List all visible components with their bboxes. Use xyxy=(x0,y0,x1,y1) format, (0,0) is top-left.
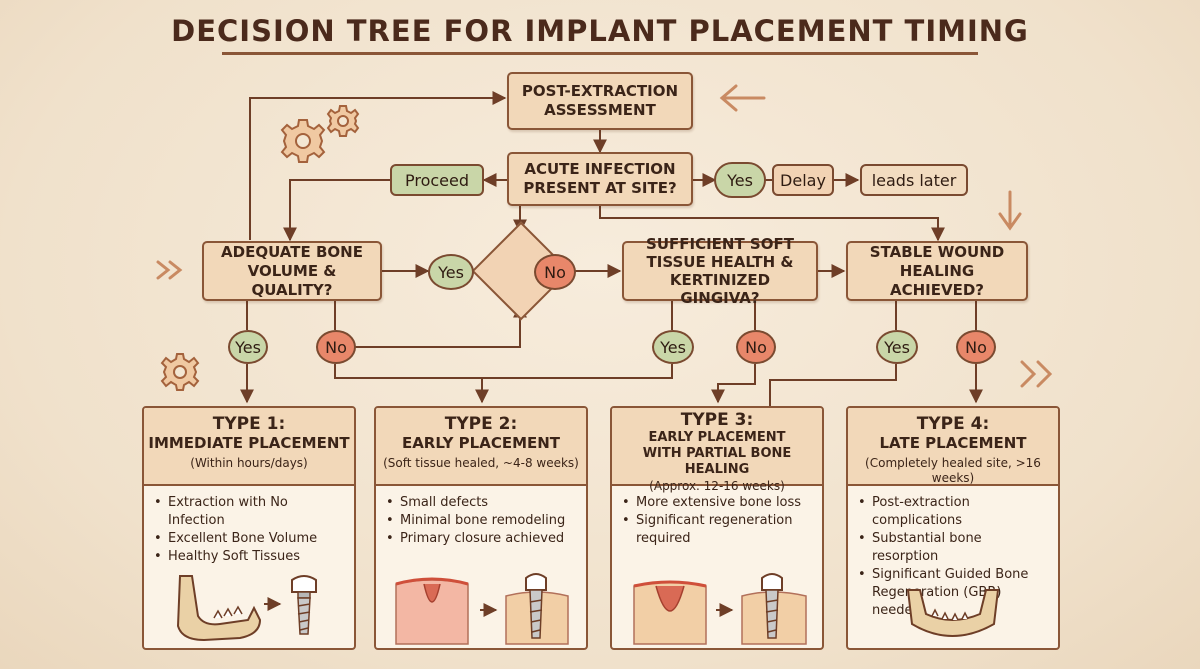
list-item: Post-extraction complications xyxy=(858,494,1052,530)
line-yes-to-type3 xyxy=(769,364,897,420)
type3-note: (Approx. 12-16 weeks) xyxy=(649,479,785,493)
type1-criteria: Extraction with No Infection Excellent B… xyxy=(154,494,348,566)
proceed-label: Proceed xyxy=(390,164,484,196)
deco-arrow-left-icon xyxy=(719,84,766,112)
list-item: Healthy Soft Tissues xyxy=(154,548,348,566)
gear-icon xyxy=(280,119,326,163)
infection-yes-label: Yes xyxy=(714,162,766,198)
soft-tissue-node: SUFFICIENT SOFT TISSUE HEALTH & KERTINIZ… xyxy=(622,235,818,307)
line-no-to-type2 xyxy=(334,364,489,404)
line-infection-to-wound xyxy=(599,205,945,242)
soft-no-label: No xyxy=(736,330,776,364)
type2-card-header: TYPE 2: EARLY PLACEMENT (Soft tissue hea… xyxy=(376,408,586,486)
decorative-arrows xyxy=(156,84,1053,388)
list-item: Extraction with No Infection xyxy=(154,494,348,530)
post-extraction-assessment-node: POST-EXTRACTION ASSESSMENT xyxy=(507,72,693,130)
bone-yes-label: Yes xyxy=(428,254,474,290)
list-item: Excellent Bone Volume xyxy=(154,530,348,548)
small-gear-icon xyxy=(326,105,360,137)
type2-criteria: Small defects Minimal bone remodeling Pr… xyxy=(386,494,580,548)
type1-note: (Within hours/days) xyxy=(190,456,308,470)
type1-card: TYPE 1: IMMEDIATE PLACEMENT (Within hour… xyxy=(142,406,356,650)
deco-chevrons-right-icon xyxy=(1020,360,1053,388)
page-title: DECISION TREE FOR IMPLANT PLACEMENT TIMI… xyxy=(171,14,1029,48)
list-item: Significant regeneration required xyxy=(622,512,816,548)
type4-label: TYPE 4: xyxy=(916,414,990,434)
deco-arrow-down-icon xyxy=(998,190,1022,231)
wound-healing-node: STABLE WOUND HEALING ACHIEVED? xyxy=(846,241,1028,301)
socket-and-implant-icon xyxy=(395,573,569,645)
delay-label: Delay xyxy=(772,164,834,196)
leads-later-label: leads later xyxy=(860,164,968,196)
type1-yes-label: Yes xyxy=(228,330,268,364)
list-item: Primary closure achieved xyxy=(386,530,580,548)
line-loop-to-assessment xyxy=(249,91,507,240)
type1-label: TYPE 1: xyxy=(212,414,286,434)
type2-note: (Soft tissue healed, ~4-8 weeks) xyxy=(383,456,579,470)
type2-label: TYPE 2: xyxy=(444,414,518,434)
defect-and-implant-icon xyxy=(633,573,807,645)
bone-no-label: No xyxy=(316,330,356,364)
type3-card: TYPE 3: EARLY PLACEMENT WITH PARTIAL BON… xyxy=(610,406,824,650)
type2-name: EARLY PLACEMENT xyxy=(401,434,561,452)
bone-volume-node: ADEQUATE BONE VOLUME & QUALITY? xyxy=(202,241,382,301)
lower-gear-icon xyxy=(160,353,200,391)
deco-chevrons-left-icon xyxy=(156,260,183,280)
list-item: Small defects xyxy=(386,494,580,512)
list-item: Minimal bone remodeling xyxy=(386,512,580,530)
type3-name: EARLY PLACEMENT WITH PARTIAL BONE HEALIN… xyxy=(642,430,792,477)
type2-card: TYPE 2: EARLY PLACEMENT (Soft tissue hea… xyxy=(374,406,588,650)
list-item: Substantial bone resorption xyxy=(858,530,1052,566)
type4-note: (Completely healed site, >16 weeks) xyxy=(865,456,1041,485)
list-item: More extensive bone loss xyxy=(622,494,816,512)
type4-name: LATE PLACEMENT xyxy=(879,434,1027,452)
jaw-and-implant-icon xyxy=(176,575,317,642)
type4-card-header: TYPE 4: LATE PLACEMENT (Completely heale… xyxy=(848,408,1058,486)
healed-jaw-icon xyxy=(906,589,1000,637)
soft-yes-label: Yes xyxy=(652,330,694,364)
type3-card-header: TYPE 3: EARLY PLACEMENT WITH PARTIAL BON… xyxy=(612,408,822,493)
type3-label: TYPE 3: xyxy=(680,410,754,430)
acute-infection-node: ACUTE INFECTION PRESENT AT SITE? xyxy=(507,152,693,206)
list-item: Significant Guided Bone Regeneration (GB… xyxy=(858,566,1052,620)
wound-yes-label: Yes xyxy=(876,330,918,364)
line-yes-to-type2 xyxy=(482,364,673,379)
type3-criteria: More extensive bone loss Significant reg… xyxy=(622,494,816,548)
wound-no-label: No xyxy=(956,330,996,364)
type1-name: IMMEDIATE PLACEMENT xyxy=(148,434,350,452)
type4-criteria: Post-extraction complications Substantia… xyxy=(858,494,1052,620)
diamond-no-label: No xyxy=(534,254,576,290)
line-proceed-to-bone xyxy=(283,179,390,242)
title-underline xyxy=(222,52,978,55)
line-no-to-diamond xyxy=(355,303,527,348)
type1-card-header: TYPE 1: IMMEDIATE PLACEMENT (Within hour… xyxy=(144,408,354,486)
line-no-to-type3 xyxy=(711,364,756,404)
type4-card: TYPE 4: LATE PLACEMENT (Completely heale… xyxy=(846,406,1060,650)
